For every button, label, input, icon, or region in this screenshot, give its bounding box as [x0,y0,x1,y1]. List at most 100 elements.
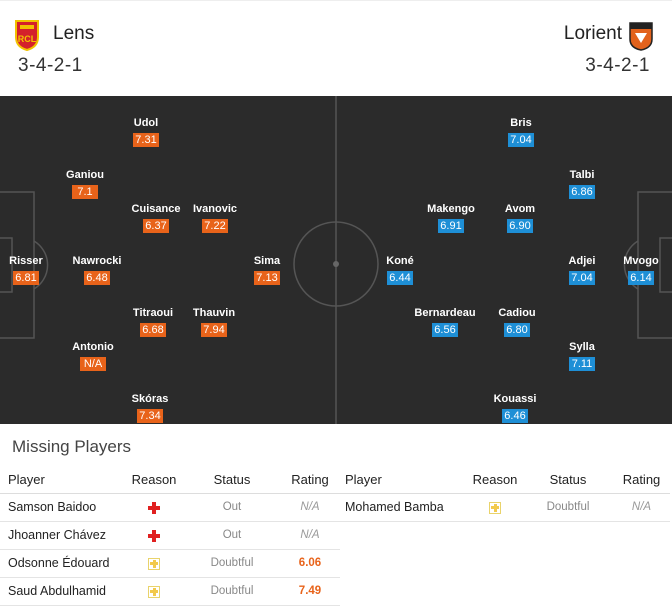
player-name: Avom [504,203,536,215]
header-status: Status [184,466,280,494]
table-row[interactable]: Odsonne Édouard Doubtful 6.06 [0,549,340,578]
reason-cell [467,493,523,522]
status-cell: Doubtful [184,549,280,578]
away-player[interactable]: Bris 7.04 [476,117,566,148]
player-rating: 7.13 [254,271,280,285]
lineup-pitch: Risser 6.81 Ganiou 7.1 Nawrocki 6.48 Ant… [0,96,672,424]
match-header: RCL Lens 3-4-2-1 Lorient 3-4-2-1 [0,0,672,96]
away-player[interactable]: Adjei 7.04 [537,255,627,286]
home-player[interactable]: Antonio N/A [48,341,138,372]
player-rating: 7.1 [72,185,98,199]
player-name: Nawrocki [72,255,122,267]
rating-cell: 6.06 [280,549,340,578]
away-player[interactable]: Mvogo 6.14 [596,255,672,286]
table-row[interactable]: Mohamed Bamba Doubtful N/A [337,493,670,522]
away-player[interactable]: Kouassi 6.46 [470,393,560,424]
rating-cell: 7.49 [280,577,340,606]
player-name: Bernardeau [414,307,476,319]
away-player[interactable]: Cadiou 6.80 [472,307,562,338]
player-name: Thauvin [192,307,236,319]
missing-player-name[interactable]: Saud Abdulhamid [0,577,124,606]
away-player[interactable]: Makengo 6.91 [406,203,496,234]
home-player[interactable]: Thauvin 7.94 [169,307,259,338]
home-player[interactable]: Cuisance 6.37 [111,203,201,234]
player-name: Ivanovic [192,203,238,215]
header-reason: Reason [467,466,523,494]
player-name: Titraoui [132,307,174,319]
player-rating: 7.04 [569,271,595,285]
rating-cell: N/A [280,521,340,550]
player-rating: 6.91 [438,219,464,233]
home-player[interactable]: Nawrocki 6.48 [52,255,142,286]
player-rating: 7.94 [201,323,227,337]
header-player: Player [337,466,467,494]
missing-player-name[interactable]: Mohamed Bamba [337,493,467,522]
missing-player-name[interactable]: Samson Baidoo [0,493,124,522]
home-player[interactable]: Ganiou 7.1 [40,169,130,200]
away-player[interactable]: Koné 6.44 [355,255,445,286]
missing-player-name[interactable]: Jhoanner Chávez [0,521,124,550]
injury-icon [148,529,160,542]
player-name: Risser [9,255,43,267]
player-name: Makengo [427,203,475,215]
player-name: Sima [253,255,281,267]
away-team-name[interactable]: Lorient [563,23,622,44]
home-formation: 3-4-2-1 [18,55,83,76]
away-formation: 3-4-2-1 [585,55,650,76]
player-name: Koné [386,255,414,267]
table-row[interactable]: Saud Abdulhamid Doubtful 7.49 [0,577,340,606]
home-team-name[interactable]: Lens [53,23,95,44]
doubt-icon [148,585,160,598]
away-player[interactable]: Talbi 6.86 [537,169,627,200]
player-name: Talbi [569,169,595,181]
reason-cell [124,493,184,522]
player-rating: 6.37 [143,219,169,233]
home-player[interactable]: Risser 6.81 [0,255,71,286]
player-rating: 6.90 [507,219,533,233]
player-rating: 7.34 [137,409,163,423]
away-player[interactable]: Bernardeau 6.56 [400,307,490,338]
lens-crest-icon: RCL [15,20,39,51]
home-player[interactable]: Titraoui 6.68 [108,307,198,338]
player-rating: N/A [80,357,106,371]
player-rating: 6.81 [13,271,39,285]
player-name: Adjei [568,255,596,267]
player-name: Udol [133,117,159,129]
player-name: Ganiou [66,169,104,181]
player-rating: 7.22 [202,219,228,233]
player-rating: 6.44 [387,271,413,285]
away-player[interactable]: Avom 6.90 [475,203,565,234]
player-rating: 6.48 [84,271,110,285]
player-rating: 6.68 [140,323,166,337]
player-name: Kouassi [493,393,537,405]
away-player[interactable]: Sylla 7.11 [537,341,627,372]
player-rating: 6.80 [504,323,530,337]
table-header-row: Player Reason Status Rating [0,466,340,494]
table-row[interactable]: Samson Baidoo Out N/A [0,493,340,522]
missing-player-name[interactable]: Odsonne Édouard [0,549,124,578]
status-cell: Doubtful [523,493,613,522]
status-cell: Out [184,521,280,550]
svg-text:RCL: RCL [18,34,37,44]
doubt-icon [148,557,160,570]
player-name: Cadiou [498,307,536,319]
player-rating: 7.04 [508,133,534,147]
player-name: Bris [510,117,532,129]
rating-cell: N/A [280,493,340,522]
home-player[interactable]: Sima 7.13 [222,255,312,286]
missing-players-title: Missing Players [12,437,132,456]
player-name: Cuisance [131,203,181,215]
player-name: Mvogo [623,255,659,267]
player-rating: 6.46 [502,409,528,423]
away-missing-table: Player Reason Status Rating Mohamed Bamb… [337,466,670,522]
player-rating: 6.86 [569,185,595,199]
home-player[interactable]: Skóras 7.34 [105,393,195,424]
table-row[interactable]: Jhoanner Chávez Out N/A [0,521,340,550]
header-rating: Rating [280,466,340,494]
home-player[interactable]: Ivanovic 7.22 [170,203,260,234]
player-name: Skóras [131,393,169,405]
home-player[interactable]: Udol 7.31 [101,117,191,148]
lorient-crest-icon [629,22,653,51]
doubt-icon [489,501,501,514]
injury-icon [148,501,160,514]
